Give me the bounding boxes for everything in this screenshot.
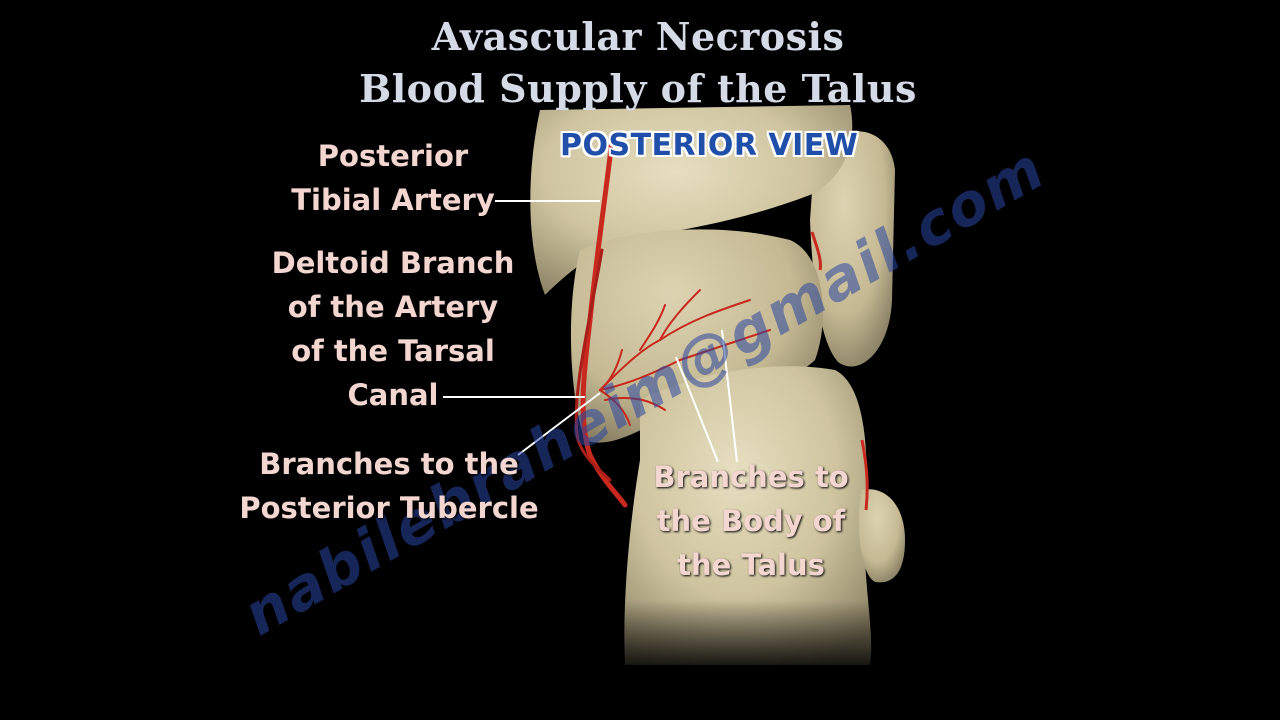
- label-line: the Talus: [677, 548, 825, 582]
- navicular-fragment: [858, 489, 905, 583]
- label-line: the Body of: [656, 504, 846, 538]
- leader-line-body-talus-2: [721, 329, 738, 463]
- lateral-artery: [810, 231, 822, 271]
- page-subtitle: Blood Supply of the Talus: [359, 66, 917, 111]
- label-line: of the Tarsal: [291, 334, 495, 368]
- lateral-artery-lower: [860, 439, 869, 511]
- label-deltoid-branch: Deltoid Branch of the Artery of the Tars…: [262, 241, 524, 417]
- fibula-bone: [810, 131, 895, 367]
- leader-line-posterior-tubercle: [517, 392, 601, 456]
- view-label: POSTERIOR VIEW: [560, 128, 859, 163]
- label-posterior-tubercle: Branches to the Posterior Tubercle: [230, 442, 548, 530]
- label-line: Branches to the: [259, 447, 519, 481]
- label-line: of the Artery: [287, 290, 499, 324]
- talus-branches: [599, 289, 771, 426]
- label-line: Tibial Artery: [291, 183, 495, 217]
- label-line: Canal: [347, 378, 439, 412]
- label-posterior-tibial-artery: Posterior Tibial Artery: [288, 134, 498, 222]
- label-body-of-talus: Branches to the Body of the Talus: [640, 455, 862, 587]
- posterior-tibial-artery: [580, 137, 628, 508]
- talus-bone: [570, 229, 823, 443]
- page-title: Avascular Necrosis: [431, 14, 845, 59]
- calcaneus-bone: [624, 366, 872, 665]
- label-line: Posterior Tubercle: [239, 491, 539, 525]
- label-line: Deltoid Branch: [271, 246, 515, 280]
- label-line: Branches to: [653, 460, 849, 494]
- posterior-tibial-artery-secondary: [574, 248, 612, 482]
- leader-line-body-talus-1: [675, 356, 719, 463]
- label-line: Posterior: [317, 139, 469, 173]
